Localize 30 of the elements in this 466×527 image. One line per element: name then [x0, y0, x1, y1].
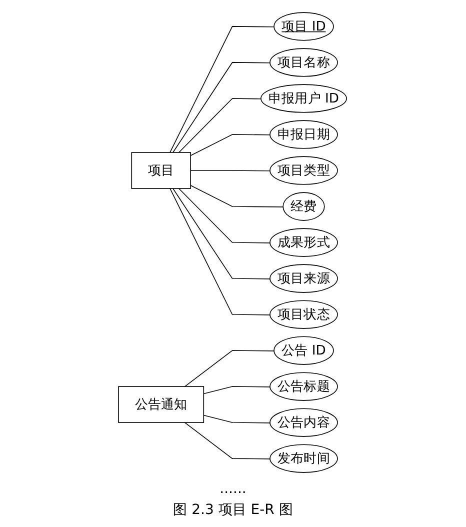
node-ellipse: 申报日期 [270, 120, 338, 149]
node-ellipse: 项目类型 [270, 156, 338, 185]
node-ellipse: 公告标题 [270, 372, 338, 401]
node-box: 公告通知 [118, 386, 205, 423]
connector [170, 26, 276, 153]
ellipsis-text: ...... [220, 481, 246, 497]
connector [170, 188, 272, 316]
connector [204, 386, 272, 394]
node-ellipse: 成果形式 [270, 228, 338, 257]
figure-caption: 图 2.3 项目 E-R 图 [173, 501, 293, 519]
connector [190, 134, 272, 156]
node-ellipse: 发布时间 [270, 444, 338, 473]
node-ellipse: 项目状态 [270, 300, 338, 329]
node-ellipse: 项目 ID [274, 12, 334, 41]
node-box: 项目 [132, 152, 192, 189]
connector [178, 188, 272, 244]
connector [204, 414, 272, 424]
node-ellipse: 经费 [283, 192, 326, 221]
node-ellipse: 公告 ID [274, 336, 334, 365]
node-ellipse: 申报用户 ID [260, 84, 348, 113]
node-ellipse: 公告内容 [270, 408, 338, 437]
connector [178, 98, 262, 153]
connector [173, 62, 272, 153]
connector [190, 170, 272, 172]
connector [173, 188, 272, 280]
node-ellipse: 项目来源 [270, 264, 338, 293]
connector [190, 184, 284, 208]
node-ellipse: 项目名称 [270, 48, 338, 77]
connector [184, 350, 276, 387]
connector [184, 422, 272, 460]
